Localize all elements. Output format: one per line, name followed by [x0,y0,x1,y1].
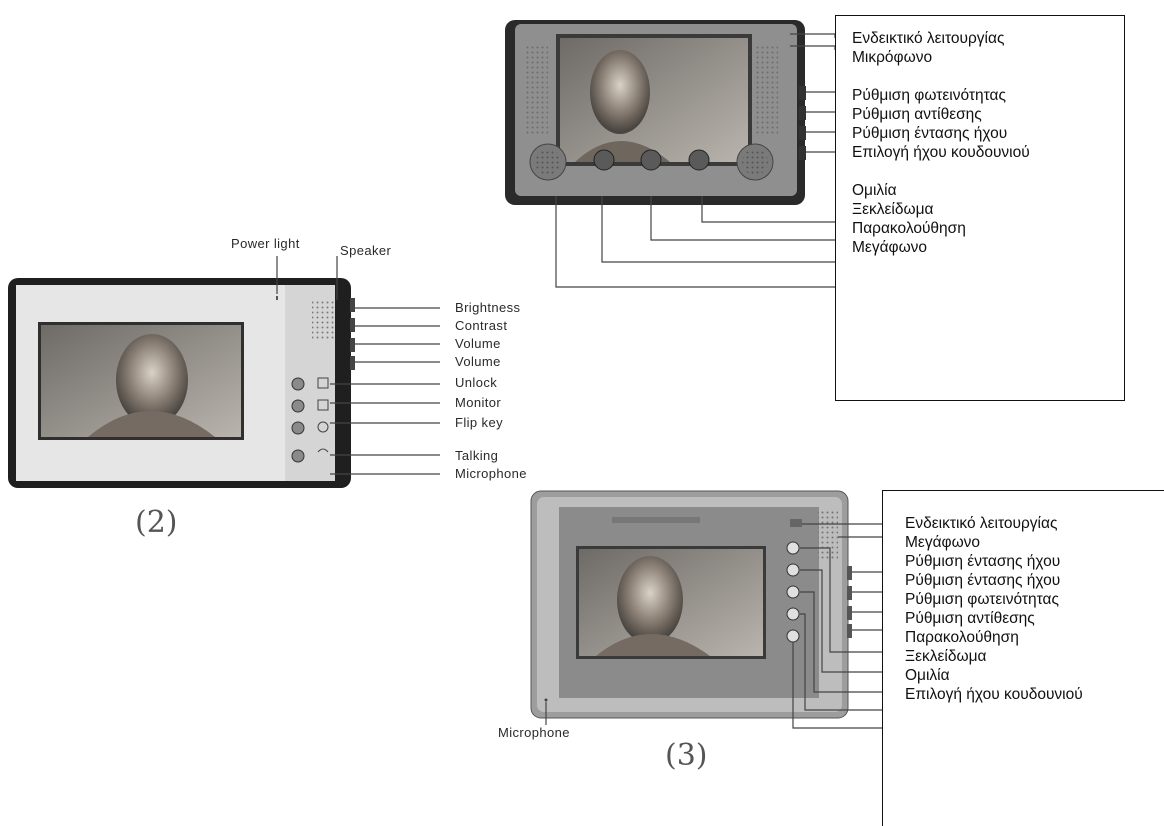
list-item: Ξεκλείδωμα [852,201,934,218]
list-item: Ενδεικτικό λειτουργίας [905,515,1058,532]
greek-list-bottom: Ενδεικτικό λειτουργίας Μεγάφωνο Ρύθμιση … [905,514,1083,704]
figure3-monitor-device [530,490,852,719]
greek-callout-box-bottom: Ενδεικτικό λειτουργίας Μεγάφωνο Ρύθμιση … [882,490,1164,826]
greek-list-top: Ενδεικτικό λειτουργίας Μικρόφωνο Ρύθμιση… [852,29,1030,257]
list-item: Ρύθμιση αντίθεσης [905,610,1035,627]
list-item: Ομιλία [905,667,950,684]
list-item: Ρύθμιση αντίθεσης [852,106,982,123]
figure3-leader-lines [545,523,882,729]
list-item: Παρακολούθηση [852,220,966,237]
list-item: Επιλογή ήχου κουδουνιού [852,144,1030,161]
list-item [852,67,1030,86]
list-item: Ξεκλείδωμα [905,648,987,665]
top-monitor-device [505,20,806,205]
label-unlock: Unlock [455,375,498,390]
label-contrast: Contrast [455,318,508,333]
list-item: Μεγάφωνο [905,534,981,551]
list-item: Ομιλία [852,182,897,199]
figure3-label-microphone: Microphone [498,725,570,740]
label-volume-1: Volume [455,336,501,351]
list-item: Επιλογή ήχου κουδουνιού [905,686,1083,703]
label-speaker: Speaker [340,243,392,258]
label-power-light: Power light [231,236,300,251]
list-item: Ρύθμιση φωτεινότητας [852,87,1006,104]
list-item: Ρύθμιση έντασης ήχου [852,125,1008,142]
list-item: Παρακολούθηση [905,629,1019,646]
figure2-caption: (2) [135,505,178,540]
label-monitor: Monitor [455,395,502,410]
label-flip-key: Flip key [455,415,503,430]
figure2-monitor-device [8,278,355,488]
label-volume-2: Volume [455,354,501,369]
list-item: Μεγάφωνο [852,239,928,256]
list-item [852,162,1030,181]
list-item: Ενδεικτικό λειτουργίας [852,30,1005,47]
greek-callout-box-top: Ενδεικτικό λειτουργίας Μικρόφωνο Ρύθμιση… [835,15,1125,401]
label-microphone: Microphone [455,466,527,481]
label-talking: Talking [455,448,499,463]
list-item: Ρύθμιση φωτεινότητας [905,591,1059,608]
figure2-leader-lines [276,256,440,475]
list-item: Ρύθμιση έντασης ήχου [905,553,1061,570]
top-leader-lines [555,33,836,288]
list-item: Μικρόφωνο [852,49,933,66]
figure3-caption: (3) [665,738,708,773]
label-brightness: Brightness [455,300,521,315]
list-item: Ρύθμιση έντασης ήχου [905,572,1061,589]
